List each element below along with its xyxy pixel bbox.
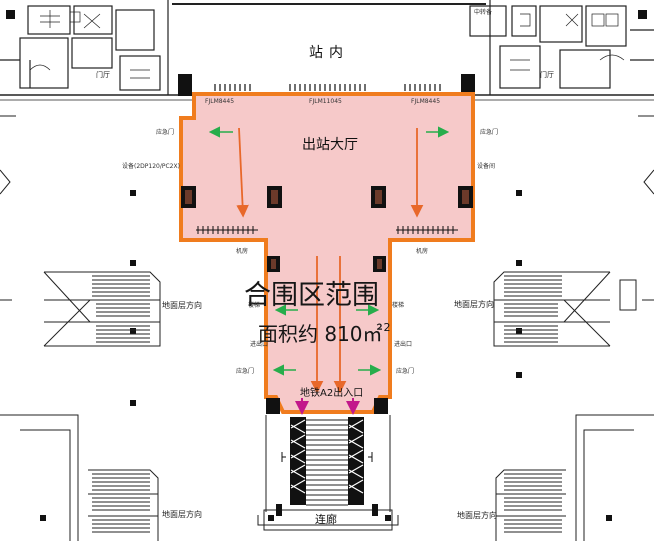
column bbox=[178, 74, 192, 96]
top-right-room-label: 中转备 bbox=[474, 9, 493, 16]
room-label-right: 门厅 bbox=[540, 71, 554, 79]
emergency-door-left-up: 应急门 bbox=[156, 129, 175, 136]
emergency-door-left-low: 应急门 bbox=[236, 368, 255, 375]
stair-rail-pattern bbox=[290, 419, 364, 494]
side-walls bbox=[0, 115, 654, 301]
access-label-left: 进出口 bbox=[250, 341, 269, 348]
exit-hall-label: 出站大厅 bbox=[302, 137, 358, 153]
equipment-label-right: 设备间 bbox=[477, 163, 496, 170]
zone-columns bbox=[181, 186, 473, 414]
fence-zone-label: 合围区范围 bbox=[244, 280, 379, 311]
flow-arrows-out bbox=[208, 126, 450, 376]
top-room-fixtures bbox=[29, 10, 625, 79]
column bbox=[638, 10, 647, 19]
right-escalator bbox=[493, 271, 637, 347]
emergency-door-right-low: 应急门 bbox=[396, 368, 415, 375]
top-rooms bbox=[0, 0, 654, 101]
zone-fence-ticks bbox=[196, 226, 458, 234]
area-exponent: 2 bbox=[383, 321, 391, 334]
emergency-door-right-up: 应急门 bbox=[480, 129, 499, 136]
stair-ticks bbox=[281, 452, 373, 462]
mech-room-label-right: 机房 bbox=[416, 248, 429, 255]
bottom-right-escalator bbox=[495, 414, 654, 541]
cordon-zone bbox=[179, 92, 475, 414]
stair-note-left: 楼梯 bbox=[248, 302, 261, 309]
gate-label-mid: FJLM11045 bbox=[309, 98, 342, 105]
stair-rail-left bbox=[290, 417, 306, 505]
equipment-label-left: 设备(2DP120/PC2X) bbox=[122, 163, 180, 170]
bottom-left-escalator bbox=[0, 414, 159, 541]
gate-label-left: FJLM8445 bbox=[205, 98, 235, 105]
floor-columns bbox=[40, 190, 612, 521]
flow-arrows-in bbox=[236, 127, 424, 394]
area-label: 面积约 810㎡2 bbox=[258, 322, 391, 344]
ground-direction-right-top: 地面层方向 bbox=[454, 300, 494, 309]
station-inside-label: 站内 bbox=[309, 45, 349, 61]
ground-direction-left-bottom: 地面层方向 bbox=[162, 510, 202, 519]
left-escalator bbox=[43, 271, 161, 347]
stair-note-right: 楼梯 bbox=[392, 302, 405, 309]
stair-end-posts bbox=[276, 504, 378, 516]
area-value: 面积约 810㎡ bbox=[258, 322, 383, 346]
column bbox=[461, 74, 475, 96]
ground-direction-left-top: 地面层方向 bbox=[162, 301, 202, 310]
gate-line bbox=[214, 84, 441, 91]
access-label-right: 进出口 bbox=[394, 341, 413, 348]
exit-a2-label: 地铁A2出入口 bbox=[300, 388, 364, 399]
ground-direction-right-bottom: 地面层方向 bbox=[457, 511, 497, 520]
room-label-left: 门厅 bbox=[96, 71, 110, 79]
mech-room-label-left: 机房 bbox=[236, 248, 249, 255]
exit-markers bbox=[295, 398, 360, 415]
stair-rail-right bbox=[348, 417, 364, 505]
stair-steps bbox=[306, 419, 348, 506]
column bbox=[6, 10, 15, 19]
corridor-label: 连廊 bbox=[315, 513, 337, 526]
stair-corridor bbox=[257, 415, 399, 531]
gate-label-right: FJLM8445 bbox=[411, 98, 441, 105]
